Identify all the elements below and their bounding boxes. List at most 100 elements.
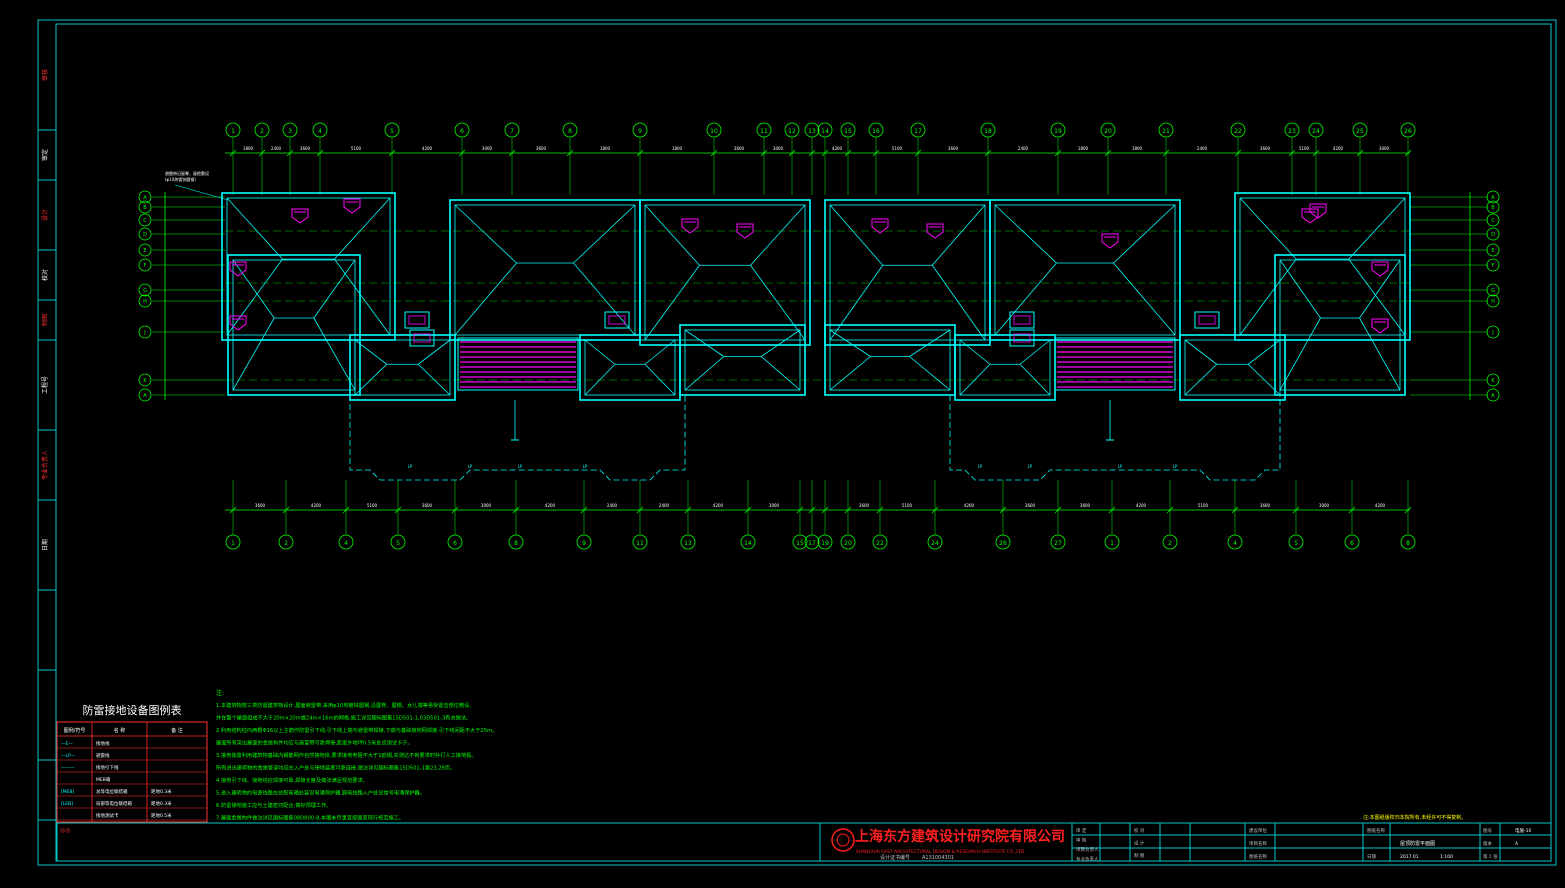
axis-label-bottom: 26 [999, 540, 1007, 547]
axis-label-bottom: 27 [1054, 540, 1062, 547]
axis-label-bottom: 22 [876, 540, 884, 547]
roof-outline [679, 324, 806, 396]
axis-bubble-bottom [390, 534, 406, 550]
hip-line [684, 356, 725, 391]
hip-line [760, 356, 801, 391]
hip-line [1247, 363, 1281, 396]
roof-outline [989, 199, 1181, 341]
leader [174, 184, 229, 201]
axis-bubble-right [1486, 373, 1500, 387]
note-line: 4.接地引下线、接地线应焊接可靠,焊接长度及做法满足规范要求。 [216, 776, 368, 784]
hip-line [1019, 363, 1051, 396]
equipment-box [409, 329, 435, 347]
company-name-en: SHANGHAI EAST ARCHITECTURAL DESIGN & RES… [856, 849, 1025, 855]
axis-label-bottom: 1 [231, 540, 235, 547]
hip-line [644, 265, 700, 341]
company-name: 上海东方建筑设计研究院有限公司 [855, 828, 1065, 845]
axis-label-left: H [143, 299, 147, 305]
axis-label-bottom: 4 [1233, 540, 1237, 547]
axis-bubble-bottom [840, 534, 856, 550]
equipment-inner [1198, 315, 1216, 325]
axis-bubble-bottom [792, 534, 808, 550]
axis-bubble-bottom [927, 534, 943, 550]
dim-tick [229, 149, 237, 157]
note-line: 屋面所有突出屋面的金属构件均应与避雷带可靠焊接,距室外地坪0.5米处设测试卡子。 [216, 739, 413, 747]
top-dim-text: 3600 [1260, 146, 1271, 151]
axis-bubble-top [840, 122, 856, 138]
hip-line [909, 329, 951, 357]
top-dim-text: 5100 [351, 146, 362, 151]
roof-outline [579, 334, 681, 401]
axis-label-left: B [143, 205, 147, 211]
axis-label-bottom: 11 [636, 540, 644, 547]
hip-line [1348, 258, 1406, 336]
roof-outline [824, 199, 991, 346]
tb-label: 版本 [1483, 840, 1492, 847]
hip-line [1348, 197, 1406, 260]
hip-line [1184, 339, 1217, 365]
axis-label-bottom: 17 [808, 540, 816, 547]
hip-line [418, 339, 451, 365]
axis-label-top: 22 [1234, 128, 1242, 135]
axis-bubble-right [1486, 227, 1500, 241]
bottom-dim-text: 3000 [481, 503, 492, 508]
top-dim-text: 2400 [1018, 146, 1029, 151]
side-stamp: 审核 [41, 69, 49, 81]
tb-label: 建设单位 [1249, 827, 1267, 834]
hip-line [1359, 259, 1401, 319]
axis-bubble-bottom [1162, 534, 1178, 550]
tb-role: 审 定 [1076, 827, 1087, 834]
dim-tick [808, 149, 816, 157]
side-stamp: 校对 [41, 269, 49, 281]
axis-label-bottom: 8 [1406, 540, 1410, 547]
lp-label: LP [468, 464, 473, 469]
dim-tick [508, 149, 516, 157]
hip-line [994, 204, 1057, 264]
top-dim-text: 1800 [243, 146, 254, 151]
axis-bubble-bottom [804, 534, 820, 550]
axis-label-top: 23 [1288, 128, 1296, 135]
bottom-dim-text: 3600 [1025, 503, 1036, 508]
axis-label-left: K [143, 378, 147, 384]
axis-bubble-bottom [508, 534, 524, 550]
tb-scale: 1:100 [1440, 854, 1453, 860]
lp-label: LP [1173, 464, 1178, 469]
hip-line [584, 339, 616, 365]
axis-label-top: 4 [318, 128, 322, 135]
bottom-dim-text: 4200 [545, 503, 556, 508]
axis-label-right: D [1491, 232, 1495, 238]
note-line: 6.防雷接地施工应与土建密切配合,做好预埋工作。 [216, 801, 332, 809]
dormer-mark [736, 223, 754, 239]
dormer-mark [926, 223, 944, 239]
axis-bubble-top [817, 122, 833, 138]
bottom-dim-text: 4200 [1375, 503, 1386, 508]
hip-line [1279, 259, 1321, 319]
axis-label-right: H [1491, 299, 1495, 305]
axis-label-top: 19 [1054, 128, 1062, 135]
roof-outline [1234, 192, 1411, 341]
roof-inner [829, 204, 986, 341]
axis-label-left: G [143, 288, 147, 294]
roof-outline [221, 192, 396, 341]
dim-tick [1404, 149, 1412, 157]
dim-tick [1166, 506, 1174, 514]
bottom-dim-text: 4200 [713, 503, 724, 508]
roof-outline [227, 254, 361, 396]
dim-tick [282, 506, 290, 514]
axis-bubble-left [138, 190, 152, 204]
axis-bubble-top [384, 122, 400, 138]
axis-label-top: 2 [260, 128, 264, 135]
bottom-dim-text: 5100 [1198, 503, 1209, 508]
axis-label-right: E [1491, 248, 1494, 254]
tb-label: 图号 [1483, 828, 1492, 834]
dim-tick [744, 506, 752, 514]
dim-tick [1054, 506, 1062, 514]
tb-label: 图纸名称 [1249, 853, 1267, 860]
axis-label-bottom: 5 [1294, 540, 1298, 547]
hip-line [750, 265, 806, 341]
axis-bubble-left [138, 294, 152, 308]
hip-line [829, 204, 884, 266]
axis-label-bottom: 9 [582, 540, 586, 547]
note-line: 并在整个屋面组成不大于20m×20m或24m×16m的网格,施工详见国标图集15… [216, 714, 471, 722]
